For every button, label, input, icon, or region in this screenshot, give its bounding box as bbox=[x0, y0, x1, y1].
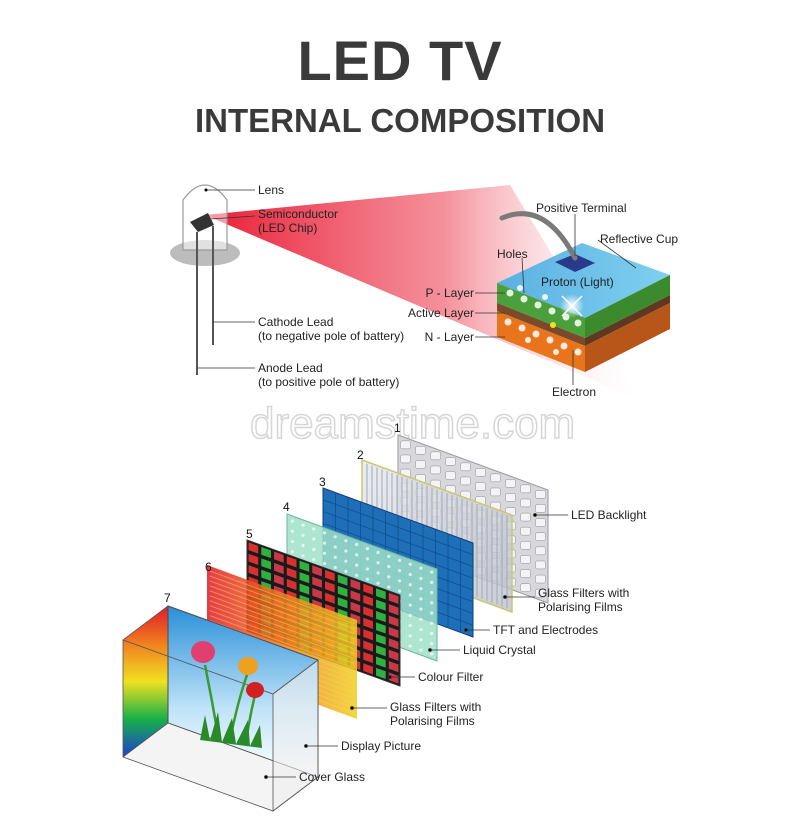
led-backlight-label: LED Backlight bbox=[571, 508, 647, 522]
active-layer-label: Active Layer bbox=[408, 306, 474, 320]
layer-number-7: 7 bbox=[164, 591, 171, 605]
holes-label: Holes bbox=[497, 247, 528, 261]
layer-number-1: 1 bbox=[394, 421, 401, 435]
glass-filters-front-label: Glass Filters with bbox=[390, 700, 481, 714]
layer-number-5: 5 bbox=[246, 527, 253, 541]
reflective-cup-label: Reflective Cup bbox=[600, 232, 678, 246]
proton-label: Proton (Light) bbox=[541, 275, 614, 289]
page-title: LED TV bbox=[297, 29, 503, 92]
glass-filters-back-label: Glass Filters with bbox=[538, 586, 629, 600]
positive-terminal-label: Positive Terminal bbox=[536, 201, 626, 215]
layer-leaders bbox=[264, 513, 568, 779]
flower-illustration bbox=[191, 641, 264, 748]
electron-label: Electron bbox=[552, 385, 596, 399]
semiconductor-label: Semiconductor bbox=[258, 207, 338, 221]
display-picture-label: Display Picture bbox=[341, 739, 421, 753]
led-chip-icon bbox=[190, 213, 214, 232]
layer-number-6: 6 bbox=[205, 560, 212, 574]
cover-glass-label: Cover Glass bbox=[299, 770, 365, 784]
semiconductor-sublabel: (LED Chip) bbox=[258, 221, 317, 235]
n-layer-label: N - Layer bbox=[425, 330, 474, 344]
tft-label: TFT and Electrodes bbox=[493, 623, 598, 637]
liquid-crystal-label: Liquid Crystal bbox=[463, 643, 536, 657]
led-chip-block bbox=[475, 211, 670, 385]
glass-filters-front-sublabel: Polarising Films bbox=[390, 714, 475, 728]
anode-label: Anode Lead bbox=[258, 361, 323, 375]
page-subtitle: INTERNAL COMPOSITION bbox=[194, 102, 606, 139]
positive-terminal-wire bbox=[499, 211, 578, 261]
cathode-label: Cathode Lead bbox=[258, 315, 333, 329]
layer-number-2: 2 bbox=[357, 448, 364, 462]
lens-label: Lens bbox=[258, 183, 284, 197]
layer-number-3: 3 bbox=[319, 475, 326, 489]
anode-sublabel: (to positive pole of battery) bbox=[258, 375, 399, 389]
p-layer-label: P - Layer bbox=[426, 286, 474, 300]
glass-filters-back-sublabel: Polarising Films bbox=[538, 600, 623, 614]
layer-display-cover bbox=[122, 605, 319, 812]
colour-filter-label: Colour Filter bbox=[418, 670, 483, 684]
layer-number-4: 4 bbox=[283, 500, 290, 514]
cathode-sublabel: (to negative pole of battery) bbox=[258, 329, 404, 343]
